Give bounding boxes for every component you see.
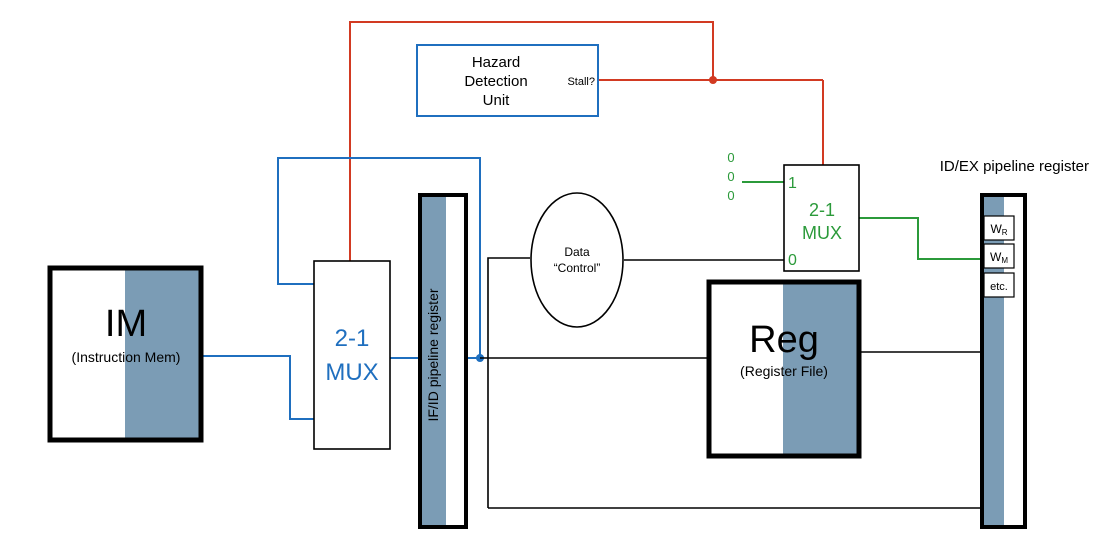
idex-pipeline-register: ID/EX pipeline register WR WM etc. — [940, 158, 1089, 529]
hazard-box — [416, 44, 599, 117]
im-to-mux-wire — [203, 355, 314, 420]
hazard-line3: Unit — [483, 92, 511, 109]
left-mux-label-line2: MUX — [325, 359, 378, 386]
right-mux: 2-1 MUX 1 0 0 0 0 — [727, 150, 860, 272]
ifid-box — [418, 193, 468, 529]
stall-label: Stall? — [567, 76, 595, 88]
mux-to-idex-wire — [859, 217, 984, 260]
hazard-line1: Hazard — [472, 54, 520, 71]
idex-field-wr-box — [983, 215, 1015, 241]
control-ellipse — [530, 192, 624, 328]
idex-box — [980, 193, 1027, 529]
right-mux-input-1: 1 — [788, 175, 797, 192]
control-wires — [742, 181, 984, 260]
data-control-unit: Data “Control” — [530, 192, 624, 328]
left-mux: 2-1 MUX — [313, 260, 391, 450]
right-mux-box — [783, 164, 860, 272]
ifid-label: IF/ID pipeline register — [425, 288, 441, 421]
im-shade — [125, 268, 201, 440]
idex-field-etc: etc. — [990, 281, 1008, 293]
reg-title: Reg — [749, 319, 819, 361]
reg-shade — [783, 282, 859, 456]
im-box — [47, 265, 204, 443]
left-mux-label-line1: 2-1 — [335, 325, 370, 352]
decode-wires — [480, 257, 980, 509]
im-title: IM — [105, 303, 147, 345]
instruction-memory: IM (Instruction Mem) — [47, 265, 204, 443]
reg-box — [706, 279, 862, 459]
stall-junction-dot — [709, 76, 717, 84]
ifid-shade — [420, 195, 446, 527]
zero-constant-1: 0 — [727, 150, 734, 165]
right-mux-label-line2: MUX — [802, 223, 842, 243]
idex-field-wm: WM — [990, 250, 1008, 265]
idex-field-wr: WR — [990, 222, 1007, 237]
stall-wire-to-left-mux — [349, 21, 714, 262]
hazard-line2: Detection — [464, 73, 527, 90]
bottom-bypass-wire — [487, 257, 530, 508]
im-subtitle: (Instruction Mem) — [72, 349, 181, 365]
feedback-wire — [277, 157, 481, 358]
ifid-pipeline-register: IF/ID pipeline register — [418, 193, 468, 529]
right-mux-label-line1: 2-1 — [809, 200, 835, 220]
zero-constant-3: 0 — [727, 188, 734, 203]
fetch-wires — [203, 157, 481, 420]
reg-subtitle: (Register File) — [740, 363, 828, 379]
idex-label: ID/EX pipeline register — [940, 158, 1089, 175]
control-line1: Data — [564, 245, 590, 259]
zero-constant-2: 0 — [727, 169, 734, 184]
hazard-detection-unit: Hazard Detection Unit Stall? — [416, 44, 599, 117]
right-mux-input-0: 0 — [788, 252, 797, 269]
control-line2: “Control” — [554, 261, 601, 275]
register-file: Reg (Register File) — [706, 279, 862, 459]
idex-field-etc-box — [983, 272, 1015, 298]
idex-field-wm-box — [983, 243, 1015, 269]
left-mux-box — [313, 260, 391, 450]
